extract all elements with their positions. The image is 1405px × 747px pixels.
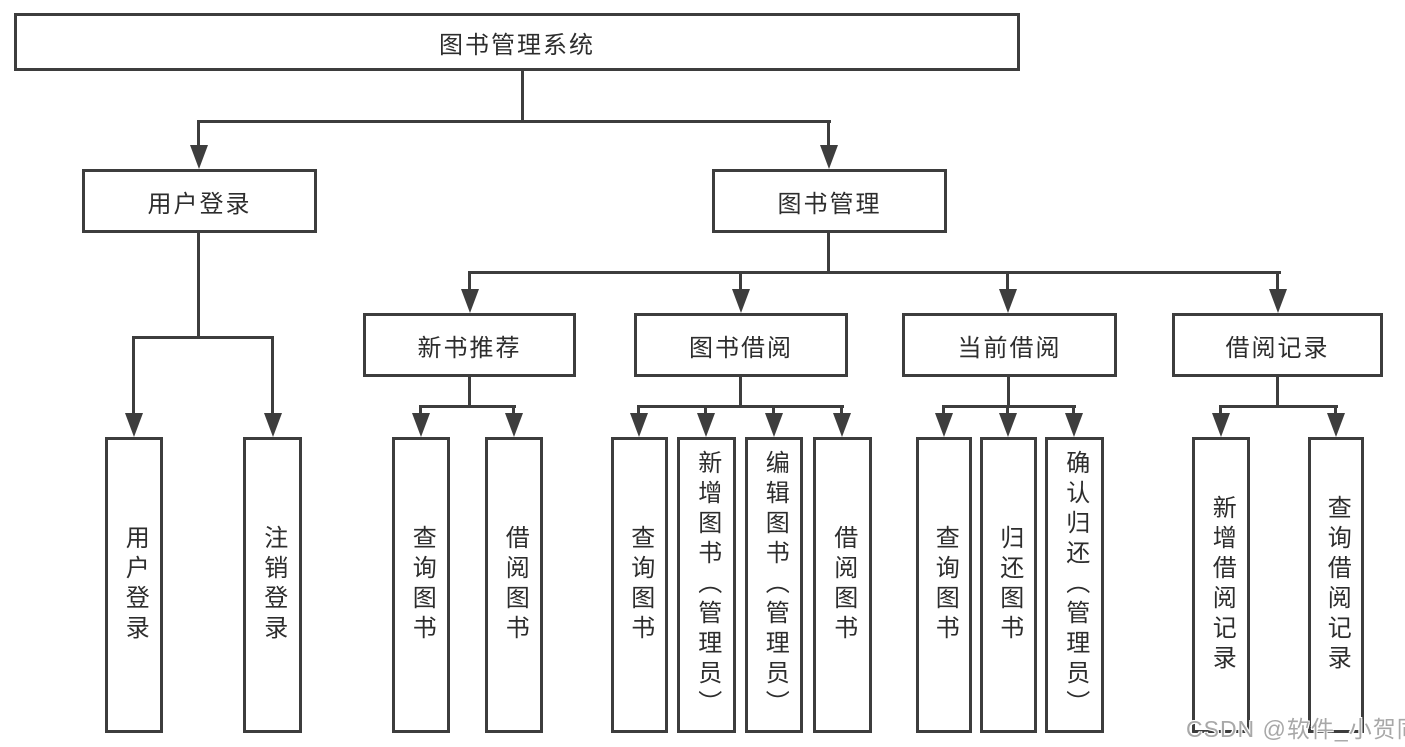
leaf-label: 确认归还（管理员）	[1061, 450, 1089, 720]
connector-shaft	[1006, 405, 1009, 415]
connector-stem	[1276, 377, 1279, 408]
arrow-down	[1327, 413, 1345, 437]
node-label: 图书管理	[777, 190, 882, 218]
leaf-borrow-books: 借阅图书	[813, 437, 872, 733]
connector-level2-branch	[468, 271, 1281, 274]
connector-shaft	[197, 120, 200, 147]
node-book-management: 图书管理	[712, 169, 947, 233]
connector-user-login-branch	[132, 336, 274, 339]
connector-shaft	[419, 405, 422, 415]
leaf-label: 查询图书	[408, 525, 436, 645]
node-borrowing-records: 借阅记录	[1172, 313, 1383, 377]
arrow-down	[461, 289, 479, 313]
arrow-down	[190, 145, 208, 169]
connector-shaft	[132, 336, 135, 416]
node-label: 图书管理系统	[439, 31, 595, 59]
connector-shaft	[772, 405, 775, 415]
leaf-label: 归还图书	[995, 525, 1023, 645]
leaf-label: 新增借阅记录	[1208, 495, 1236, 675]
connector-shaft	[1276, 271, 1279, 291]
arrow-down	[765, 413, 783, 437]
connector-stem	[468, 377, 471, 408]
connector-shaft	[827, 120, 830, 147]
arrow-down	[732, 289, 750, 313]
leaf-query-books-recommend: 查询图书	[392, 437, 450, 733]
connector-shaft	[704, 405, 707, 415]
arrow-down	[630, 413, 648, 437]
node-user-login: 用户登录	[82, 169, 317, 233]
connector-branch	[637, 405, 844, 408]
arrow-down	[999, 289, 1017, 313]
connector-level1-branch	[197, 120, 831, 123]
arrow-down	[505, 413, 523, 437]
node-book-borrowing: 图书借阅	[634, 313, 848, 377]
leaf-borrow-books-recommend: 借阅图书	[485, 437, 543, 733]
connector-shaft	[1006, 271, 1009, 291]
leaf-query-borrow-record: 查询借阅记录	[1308, 437, 1364, 733]
csdn-watermark: CSDN @软件_小贺同学	[1186, 716, 1405, 742]
node-label: 新书推荐	[417, 334, 522, 362]
connector-branch	[1219, 405, 1338, 408]
leaf-user-login: 用户登录	[105, 437, 163, 733]
leaf-label: 用户登录	[121, 525, 149, 645]
arrow-down	[833, 413, 851, 437]
node-new-book-recommend: 新书推荐	[363, 313, 576, 377]
arrow-down	[412, 413, 430, 437]
leaf-query-books-current: 查询图书	[916, 437, 972, 733]
leaf-confirm-return-admin: 确认归还（管理员）	[1045, 437, 1104, 733]
leaf-add-borrow-record: 新增借阅记录	[1192, 437, 1250, 733]
leaf-label: 借阅图书	[829, 525, 857, 645]
connector-branch	[942, 405, 1076, 408]
node-current-borrowing: 当前借阅	[902, 313, 1117, 377]
leaf-return-books: 归还图书	[980, 437, 1037, 733]
connector-shaft	[512, 405, 515, 415]
connector-shaft	[942, 405, 945, 415]
leaf-add-books-admin: 新增图书（管理员）	[677, 437, 736, 733]
leaf-label: 查询图书	[626, 525, 654, 645]
leaf-label: 注销登录	[259, 525, 287, 645]
connector-shaft	[271, 336, 274, 416]
node-label: 当前借阅	[957, 334, 1062, 362]
arrow-down	[697, 413, 715, 437]
leaf-edit-books-admin: 编辑图书（管理员）	[745, 437, 803, 733]
arrow-down	[125, 413, 143, 437]
connector-shaft	[1334, 405, 1337, 415]
leaf-label: 查询图书	[931, 525, 959, 645]
connector-shaft	[1219, 405, 1222, 415]
arrow-down	[264, 413, 282, 437]
arrow-down	[935, 413, 953, 437]
node-label: 图书借阅	[689, 334, 793, 362]
leaf-label: 编辑图书（管理员）	[761, 450, 789, 720]
connector-root-stem	[521, 70, 524, 122]
connector-user-login-stem	[197, 233, 200, 339]
arrow-down	[820, 145, 838, 169]
leaf-label: 新增图书（管理员）	[693, 450, 721, 720]
node-root-library-management-system: 图书管理系统	[14, 13, 1020, 71]
connector-shaft	[840, 405, 843, 415]
connector-book-mgmt-stem	[827, 233, 830, 274]
node-label: 用户登录	[147, 190, 252, 218]
leaf-label: 借阅图书	[501, 525, 529, 645]
connector-shaft	[637, 405, 640, 415]
connector-shaft	[739, 271, 742, 291]
arrow-down	[999, 413, 1017, 437]
arrow-down	[1212, 413, 1230, 437]
connector-shaft	[468, 271, 471, 291]
arrow-down	[1065, 413, 1083, 437]
connector-shaft	[1072, 405, 1075, 415]
connector-stem	[739, 377, 742, 408]
leaf-query-books-borrowing: 查询图书	[611, 437, 668, 733]
connector-stem	[1007, 377, 1010, 408]
node-label: 借阅记录	[1225, 334, 1330, 362]
connector-branch	[419, 405, 516, 408]
leaf-label: 查询借阅记录	[1323, 495, 1351, 675]
arrow-down	[1269, 289, 1287, 313]
leaf-logout: 注销登录	[243, 437, 302, 733]
